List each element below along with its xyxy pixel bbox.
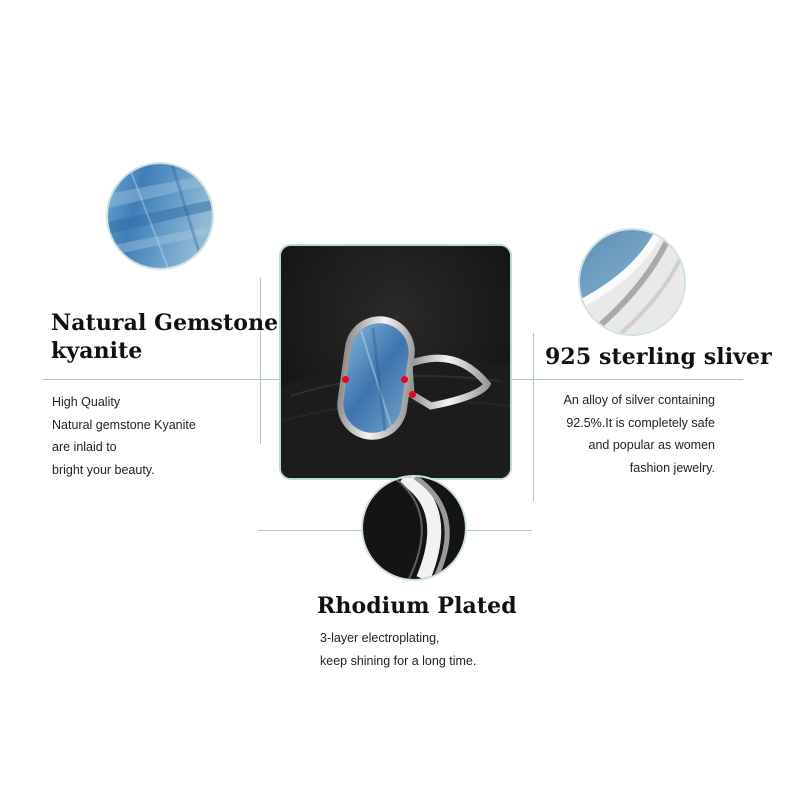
gemstone-title: Natural Gemstone kyanite bbox=[51, 309, 278, 365]
guide-line-vertical-right bbox=[533, 333, 534, 501]
rhodium-desc-line-2: keep shining for a long time. bbox=[320, 653, 477, 668]
silver-desc-line-4: fashion jewelry. bbox=[629, 460, 715, 475]
silver-title: 925 sterling sliver bbox=[545, 344, 772, 370]
gemstone-title-line-1: Natural Gemstone bbox=[51, 310, 279, 336]
silver-band-closeup-icon bbox=[578, 228, 686, 336]
gemstone-title-line-2: kyanite bbox=[51, 338, 143, 364]
kyanite-ring-photo-icon bbox=[279, 244, 512, 480]
marker-dot-rhodium bbox=[409, 391, 416, 398]
gemstone-desc-line-1: High Quality bbox=[52, 395, 121, 409]
guide-line-vertical-left bbox=[260, 278, 261, 444]
marker-dot-gemstone bbox=[342, 376, 349, 383]
gemstone-description: High Quality Natural gemstone Kyanite ar… bbox=[52, 391, 196, 481]
gemstone-desc-line-3: are inlaid to bbox=[52, 440, 117, 454]
silver-description: An alloy of silver containing 92.5%.It i… bbox=[564, 389, 715, 479]
silver-desc-line-2: 92.5%.It is completely safe bbox=[566, 415, 715, 430]
gemstone-desc-line-2: Natural gemstone Kyanite bbox=[52, 417, 196, 432]
marker-dot-silver bbox=[401, 376, 408, 383]
silver-desc-line-3: and popular as women bbox=[588, 438, 715, 452]
rhodium-desc-line-1: 3-layer electroplating, bbox=[320, 631, 440, 645]
polished-rim-closeup-icon bbox=[361, 475, 467, 581]
rhodium-description: 3-layer electroplating, keep shining for… bbox=[320, 627, 476, 672]
silver-desc-line-1: An alloy of silver containing bbox=[563, 393, 715, 407]
gemstone-desc-line-4: bright your beauty. bbox=[52, 462, 155, 477]
rhodium-title: Rhodium Plated bbox=[317, 593, 517, 619]
kyanite-stone-closeup-icon bbox=[106, 162, 214, 270]
